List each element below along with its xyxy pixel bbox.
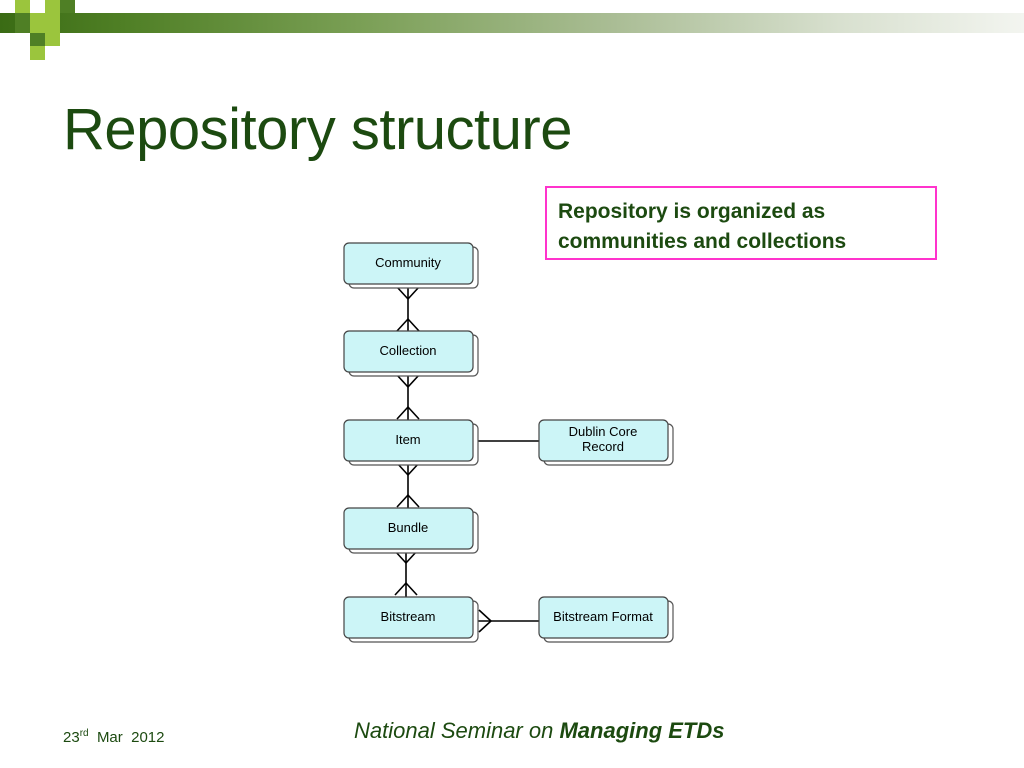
crows-foot-mark — [396, 405, 420, 420]
footer-seminar: National Seminar on Managing ETDs — [354, 718, 724, 744]
crows-foot-mark — [396, 317, 420, 332]
node-label: Item — [395, 432, 420, 447]
logo-square — [45, 13, 60, 33]
node-item: Item — [343, 419, 479, 466]
seminar-emphasis: Managing ETDs — [559, 718, 725, 743]
crows-foot-mark — [396, 493, 420, 508]
date-rest: Mar 2012 — [96, 729, 165, 746]
crows-foot-mark — [394, 581, 418, 596]
logo-square — [45, 33, 60, 46]
node-dublin-core-record: Dublin Core Record — [538, 419, 674, 466]
footer-date: 23rd Mar 2012 — [63, 728, 164, 746]
crows-foot-mark — [396, 462, 420, 477]
node-bundle: Bundle — [343, 507, 479, 554]
date-day: 23 — [63, 729, 80, 746]
node-label: Bundle — [388, 520, 428, 535]
callout-box: Repository is organized as communities a… — [545, 186, 937, 260]
node-label: Bitstream — [381, 609, 436, 624]
crows-foot-mark — [478, 609, 493, 633]
logo-square — [15, 0, 30, 13]
node-label: Community — [375, 255, 441, 270]
date-suffix: rd — [79, 728, 89, 739]
logo-square — [30, 46, 45, 60]
crows-foot-mark — [394, 550, 418, 565]
crows-foot-mark — [396, 374, 420, 389]
seminar-prefix: National Seminar on — [354, 718, 554, 743]
header-gradient-bar — [0, 13, 1024, 33]
node-collection: Collection — [343, 330, 479, 377]
logo-square — [30, 33, 45, 46]
logo-square — [60, 0, 75, 13]
logo-square — [45, 0, 60, 13]
node-community: Community — [343, 242, 479, 289]
slide-title: Repository structure — [63, 97, 572, 162]
logo-square — [30, 13, 45, 33]
node-label: Record — [582, 439, 624, 454]
callout-line: communities and collections — [558, 230, 847, 253]
node-label: Collection — [379, 343, 436, 358]
logo-square — [15, 13, 30, 33]
node-bitstream: Bitstream — [343, 596, 479, 643]
node-label: Dublin Core — [569, 424, 638, 439]
crows-foot-mark — [396, 286, 420, 301]
node-bitstream-format: Bitstream Format — [538, 596, 674, 643]
node-label: Bitstream Format — [553, 609, 653, 624]
callout-line: Repository is organized as — [558, 200, 826, 223]
